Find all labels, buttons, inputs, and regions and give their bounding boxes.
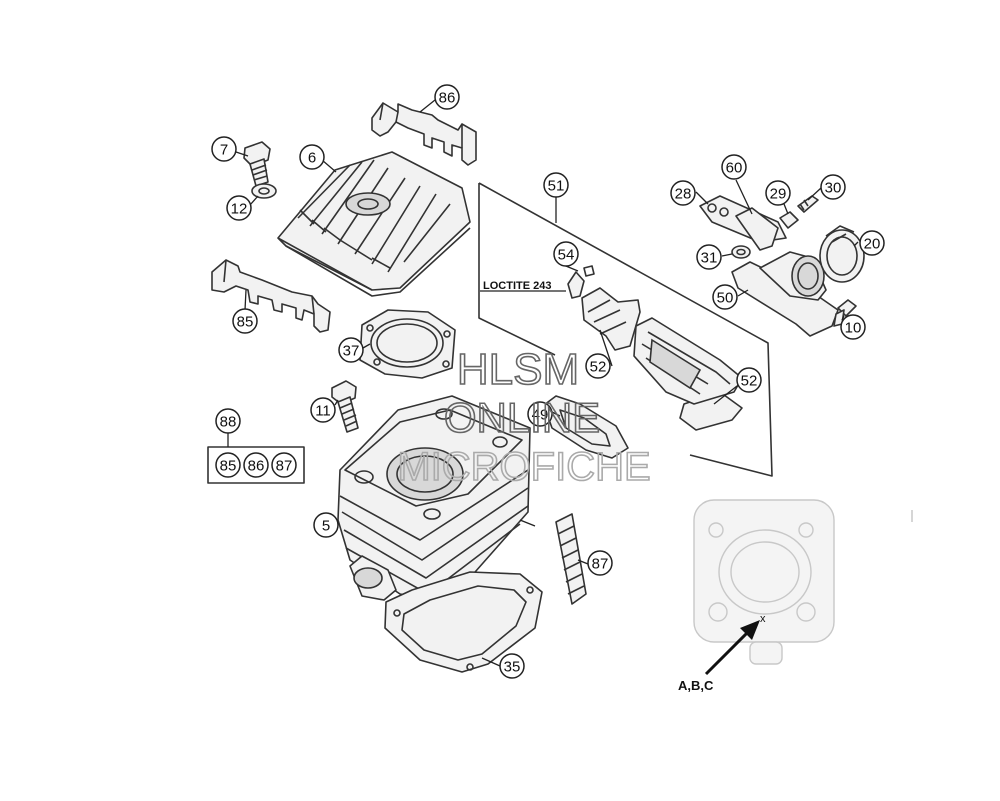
watermark-line-1: HLSM [457,345,579,394]
svg-text:86: 86 [439,90,456,107]
svg-text:87: 87 [592,556,609,573]
detail-arrow [704,620,760,676]
callout-50: 50 [712,284,738,310]
callout-52-upper: 52 [585,353,611,379]
svg-text:50: 50 [717,290,734,307]
callout-35: 35 [499,653,525,679]
callout-86-kit: 86 [243,452,269,478]
svg-text:12: 12 [231,201,248,218]
callout-52-lower: 52 [736,367,762,393]
screw-29 [779,211,799,229]
callout-85-kit: 85 [215,452,241,478]
svg-text:11: 11 [315,403,331,420]
svg-text:52: 52 [741,373,758,390]
washer-31 [731,245,751,259]
svg-text:30: 30 [825,180,842,197]
svg-text:37: 37 [343,343,360,360]
svg-text:87: 87 [276,458,293,475]
svg-text:54: 54 [558,247,575,264]
hose-clamp-20 [819,225,865,283]
callout-28: 28 [670,180,696,206]
head-gasket-37 [359,309,456,379]
bracket-60 [735,179,779,251]
watermark: HLSM ONLINE MICROFICHE [397,344,652,490]
svg-text:52: 52 [590,359,607,376]
svg-text:20: 20 [864,236,881,253]
svg-text:28: 28 [675,186,692,203]
svg-text:31: 31 [701,250,718,267]
watermark-line-2: ONLINE [444,394,600,441]
svg-text:5: 5 [322,518,330,535]
reed-valve-group-frame-51 [478,182,773,477]
cylinder-head-6 [277,151,471,297]
svg-text:86: 86 [248,458,265,475]
intake-manifold-50 [731,251,839,337]
detail-reference-label: A,B,C [678,678,714,693]
callout-88: 88 [215,408,241,434]
watermark-line-3: MICROFICHE [397,445,650,489]
svg-text:29: 29 [770,186,787,203]
kit-88-box [207,432,305,484]
reed-gasket-49 [543,395,629,459]
callout-51: 51 [543,172,569,198]
svg-text:35: 35 [504,659,521,676]
bracket-85 [211,259,331,333]
damper-87 [555,513,587,605]
bolt-11 [331,380,359,433]
callout-30: 30 [820,174,846,200]
washer-12 [251,183,277,199]
callout-6: 6 [299,144,325,170]
svg-text:60: 60 [726,160,743,177]
callout-87: 87 [587,550,613,576]
callout-5: 5 [313,512,339,538]
cylinder-detail-view [693,499,913,665]
callout-10: 10 [840,314,866,340]
detail-marker: x [760,613,766,625]
loctite-label: LOCTITE 243 [483,280,551,292]
svg-text:88: 88 [220,414,237,431]
reed-valve-block [633,317,743,405]
callout-31: 31 [696,244,722,270]
svg-text:85: 85 [220,458,237,475]
svg-text:6: 6 [308,150,316,167]
callout-12: 12 [226,195,252,221]
svg-text:7: 7 [220,142,228,159]
reed-screw-54 [480,263,595,299]
callout-86: 86 [434,84,460,110]
svg-text:85: 85 [237,314,254,331]
callout-37: 37 [338,337,364,363]
bracket-86 [371,102,477,166]
callout-49: 49 [527,401,553,427]
base-gasket-35 [384,571,543,673]
callout-54: 54 [553,241,579,267]
callout-20: 20 [859,230,885,256]
callout-11: 11 [310,397,336,423]
cylinder-5 [337,395,531,601]
callout-87-kit: 87 [271,452,297,478]
screw-30 [797,195,819,213]
svg-text:51: 51 [548,178,565,195]
svg-text:49: 49 [532,407,549,424]
bolt-7 [243,141,271,187]
callout-85: 85 [232,308,258,334]
callout-7: 7 [211,136,237,162]
svg-text:10: 10 [845,320,862,337]
leader-lines [235,99,859,667]
callout-60: 60 [721,154,747,180]
callout-29: 29 [765,180,791,206]
